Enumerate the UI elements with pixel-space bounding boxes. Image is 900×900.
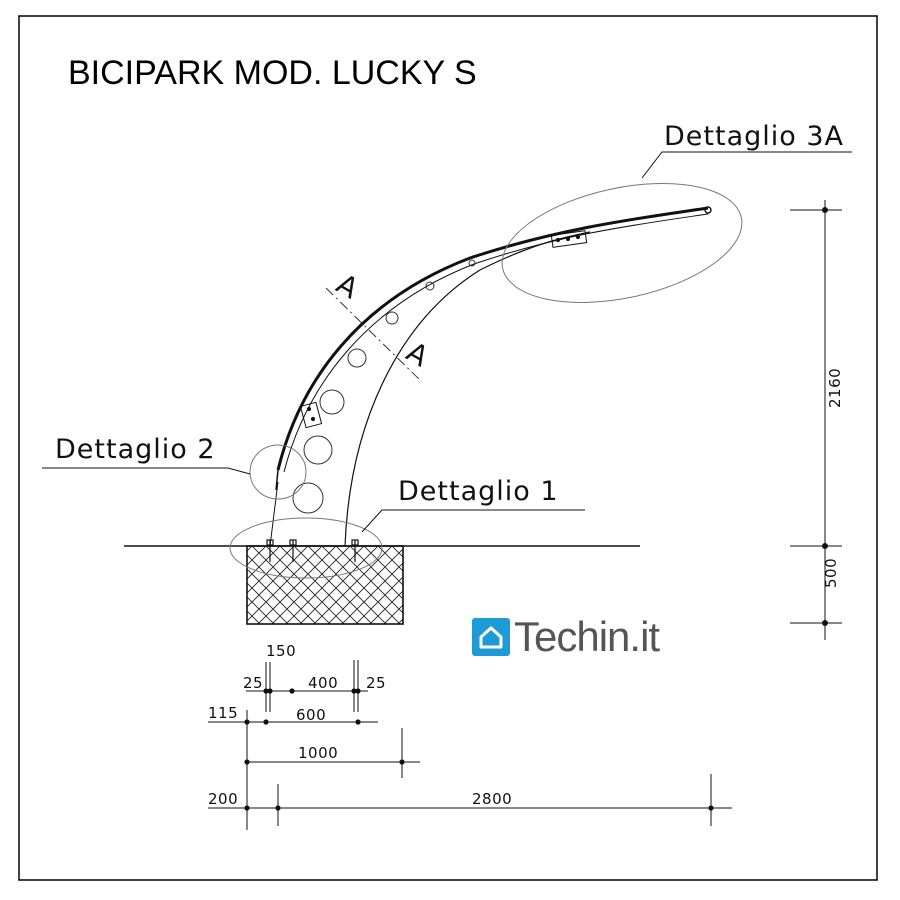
dim-150: 150: [266, 642, 296, 660]
dim-400: 400: [308, 674, 338, 692]
dim-2800: 2800: [472, 790, 512, 808]
dim-25-right: 25: [366, 674, 386, 692]
dim-1000: 1000: [298, 744, 338, 762]
dim-500: 500: [822, 558, 840, 588]
vertical-dimension: [790, 200, 842, 640]
detail-ellipses: [229, 183, 743, 579]
section-mark-bottom: A: [401, 335, 434, 373]
dim-200: 200: [208, 790, 238, 808]
dim-25-left: 25: [243, 674, 263, 692]
drawing-title: BICIPARK MOD. LUCKY S: [68, 54, 477, 92]
drawing-border: [18, 15, 878, 881]
dim-600: 600: [296, 706, 326, 724]
callout-detail-1: Dettaglio 1: [398, 476, 559, 507]
callout-detail-2: Dettaglio 2: [55, 434, 216, 465]
callout-detail-3a: Dettaglio 3A: [664, 121, 844, 152]
watermark-text: Techin.it: [514, 613, 660, 660]
house-icon: [472, 618, 510, 656]
bike-rack-arch: [269, 206, 712, 547]
dim-2160: 2160: [826, 368, 844, 408]
horizontal-dimensions: [208, 660, 732, 830]
section-mark-top: A: [331, 267, 364, 305]
section-line: [325, 287, 423, 383]
connector-plates: [299, 230, 588, 429]
horizontal-dimension-dots: [244, 688, 714, 811]
arch-holes: [292, 259, 476, 514]
watermark: Techin.it: [472, 613, 660, 660]
dim-115: 115: [208, 704, 238, 722]
vertical-dimension-dots: [822, 207, 828, 626]
callout-leaders: [42, 151, 852, 533]
anchor-bolts: [266, 539, 359, 562]
